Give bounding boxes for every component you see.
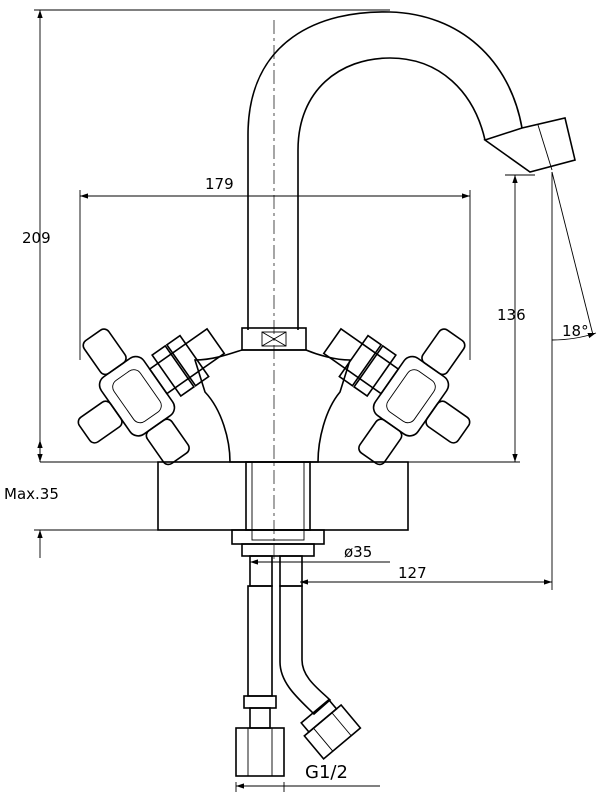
dim-spout-height: 136 bbox=[497, 174, 535, 462]
left-supply-hose bbox=[235, 585, 285, 777]
dim-max-mount-thickness: Max.35 bbox=[4, 440, 158, 558]
dim-spread-width: 179 bbox=[79, 175, 471, 360]
label-spread-width: 179 bbox=[205, 175, 234, 193]
label-total-height: 209 bbox=[22, 229, 51, 247]
faucet-body bbox=[193, 11, 576, 560]
label-spout-reach: 127 bbox=[398, 564, 427, 582]
label-spout-angle: 18° bbox=[562, 322, 589, 340]
right-supply-hose bbox=[279, 585, 362, 761]
right-handle bbox=[322, 327, 471, 466]
label-shank-diameter: ø35 bbox=[344, 543, 372, 561]
label-max-mount-thickness: Max.35 bbox=[4, 485, 59, 503]
left-handle bbox=[77, 327, 226, 466]
label-thread: G1/2 bbox=[305, 762, 348, 783]
dim-shank-diameter: ø35 bbox=[250, 543, 390, 565]
dim-thread: G1/2 bbox=[235, 762, 380, 792]
countertop-section bbox=[40, 461, 520, 531]
dim-spout-reach: 127 bbox=[300, 564, 552, 585]
dim-total-height: 209 bbox=[22, 9, 390, 462]
label-spout-height: 136 bbox=[497, 306, 526, 324]
dim-spout-angle: 18° bbox=[551, 171, 597, 590]
